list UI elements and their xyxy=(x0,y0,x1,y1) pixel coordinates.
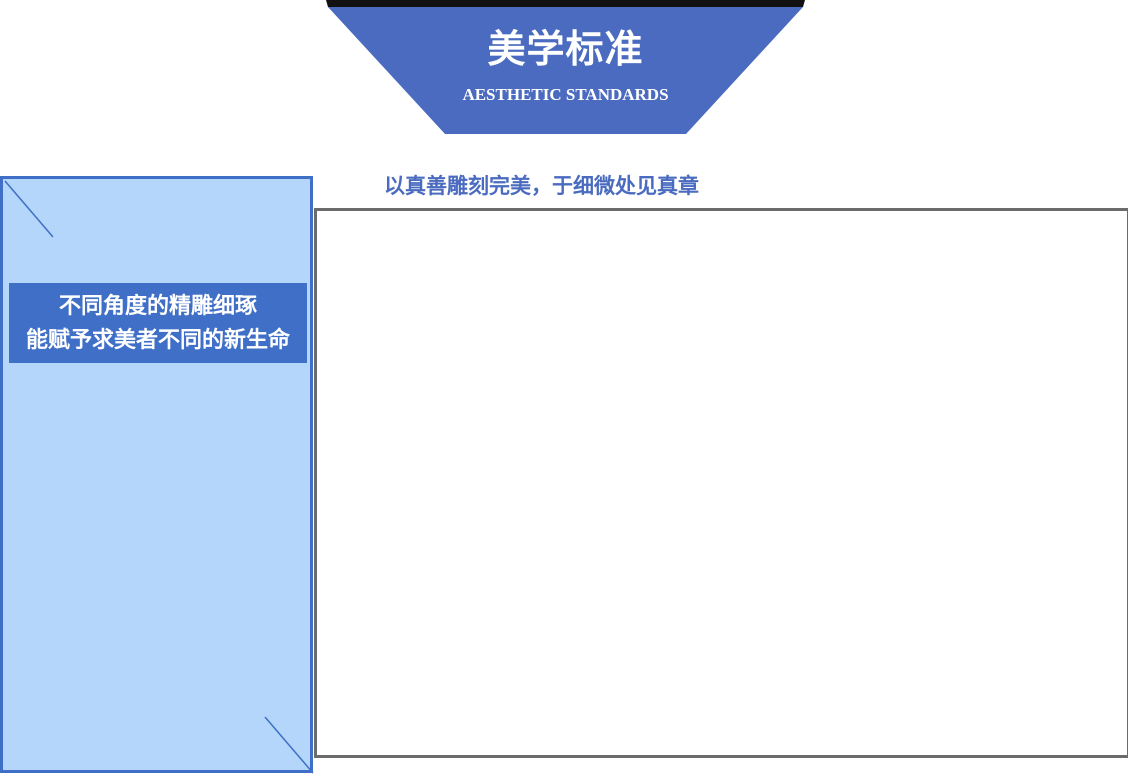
corner-line-top-left xyxy=(4,180,54,238)
caption-line-2: 能赋予求美者不同的新生命 xyxy=(25,327,290,353)
banner-trapezoid xyxy=(328,7,803,134)
banner-shape xyxy=(326,0,805,134)
caption-box: 不同角度的精雕细琢 能赋予求美者不同的新生命 xyxy=(9,283,307,363)
corner-line-bottom-right xyxy=(264,716,314,774)
side-panel: 不同角度的精雕细琢 能赋予求美者不同的新生命 xyxy=(0,176,314,774)
banner-subtitle: AESTHETIC STANDARDS xyxy=(462,85,669,104)
tagline: 以真善雕刻完美，于细微处见真章 xyxy=(384,173,699,198)
banner-title: 美学标准 xyxy=(487,26,644,71)
header-banner: 美学标准 AESTHETIC STANDARDS xyxy=(326,0,805,134)
caption-line-1: 不同角度的精雕细琢 xyxy=(58,293,257,319)
banner-top-bar xyxy=(326,0,805,7)
corner-lines xyxy=(4,180,314,774)
content-frame xyxy=(314,208,1128,758)
